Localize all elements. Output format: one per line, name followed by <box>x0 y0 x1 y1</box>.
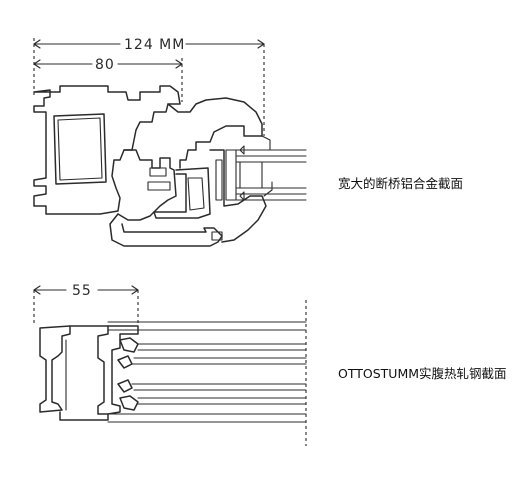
dimension-124mm: 124 MM <box>33 37 265 136</box>
dim-label-80: 80 <box>95 57 115 73</box>
aluminum-glass-panes <box>235 149 307 201</box>
steel-glass-panes <box>107 300 307 446</box>
dimension-80: 80 <box>33 57 183 102</box>
dim-label-124: 124 MM <box>124 37 185 53</box>
dimension-55: 55 <box>33 283 139 326</box>
caption-steel-section: OTTOSTUMM实腹热轧钢截面 <box>338 366 507 381</box>
dim-label-55: 55 <box>72 283 92 299</box>
aluminum-profile <box>33 85 273 247</box>
caption-aluminum-section: 宽大的断桥铝合金截面 <box>338 176 464 191</box>
steel-profile <box>39 325 139 421</box>
